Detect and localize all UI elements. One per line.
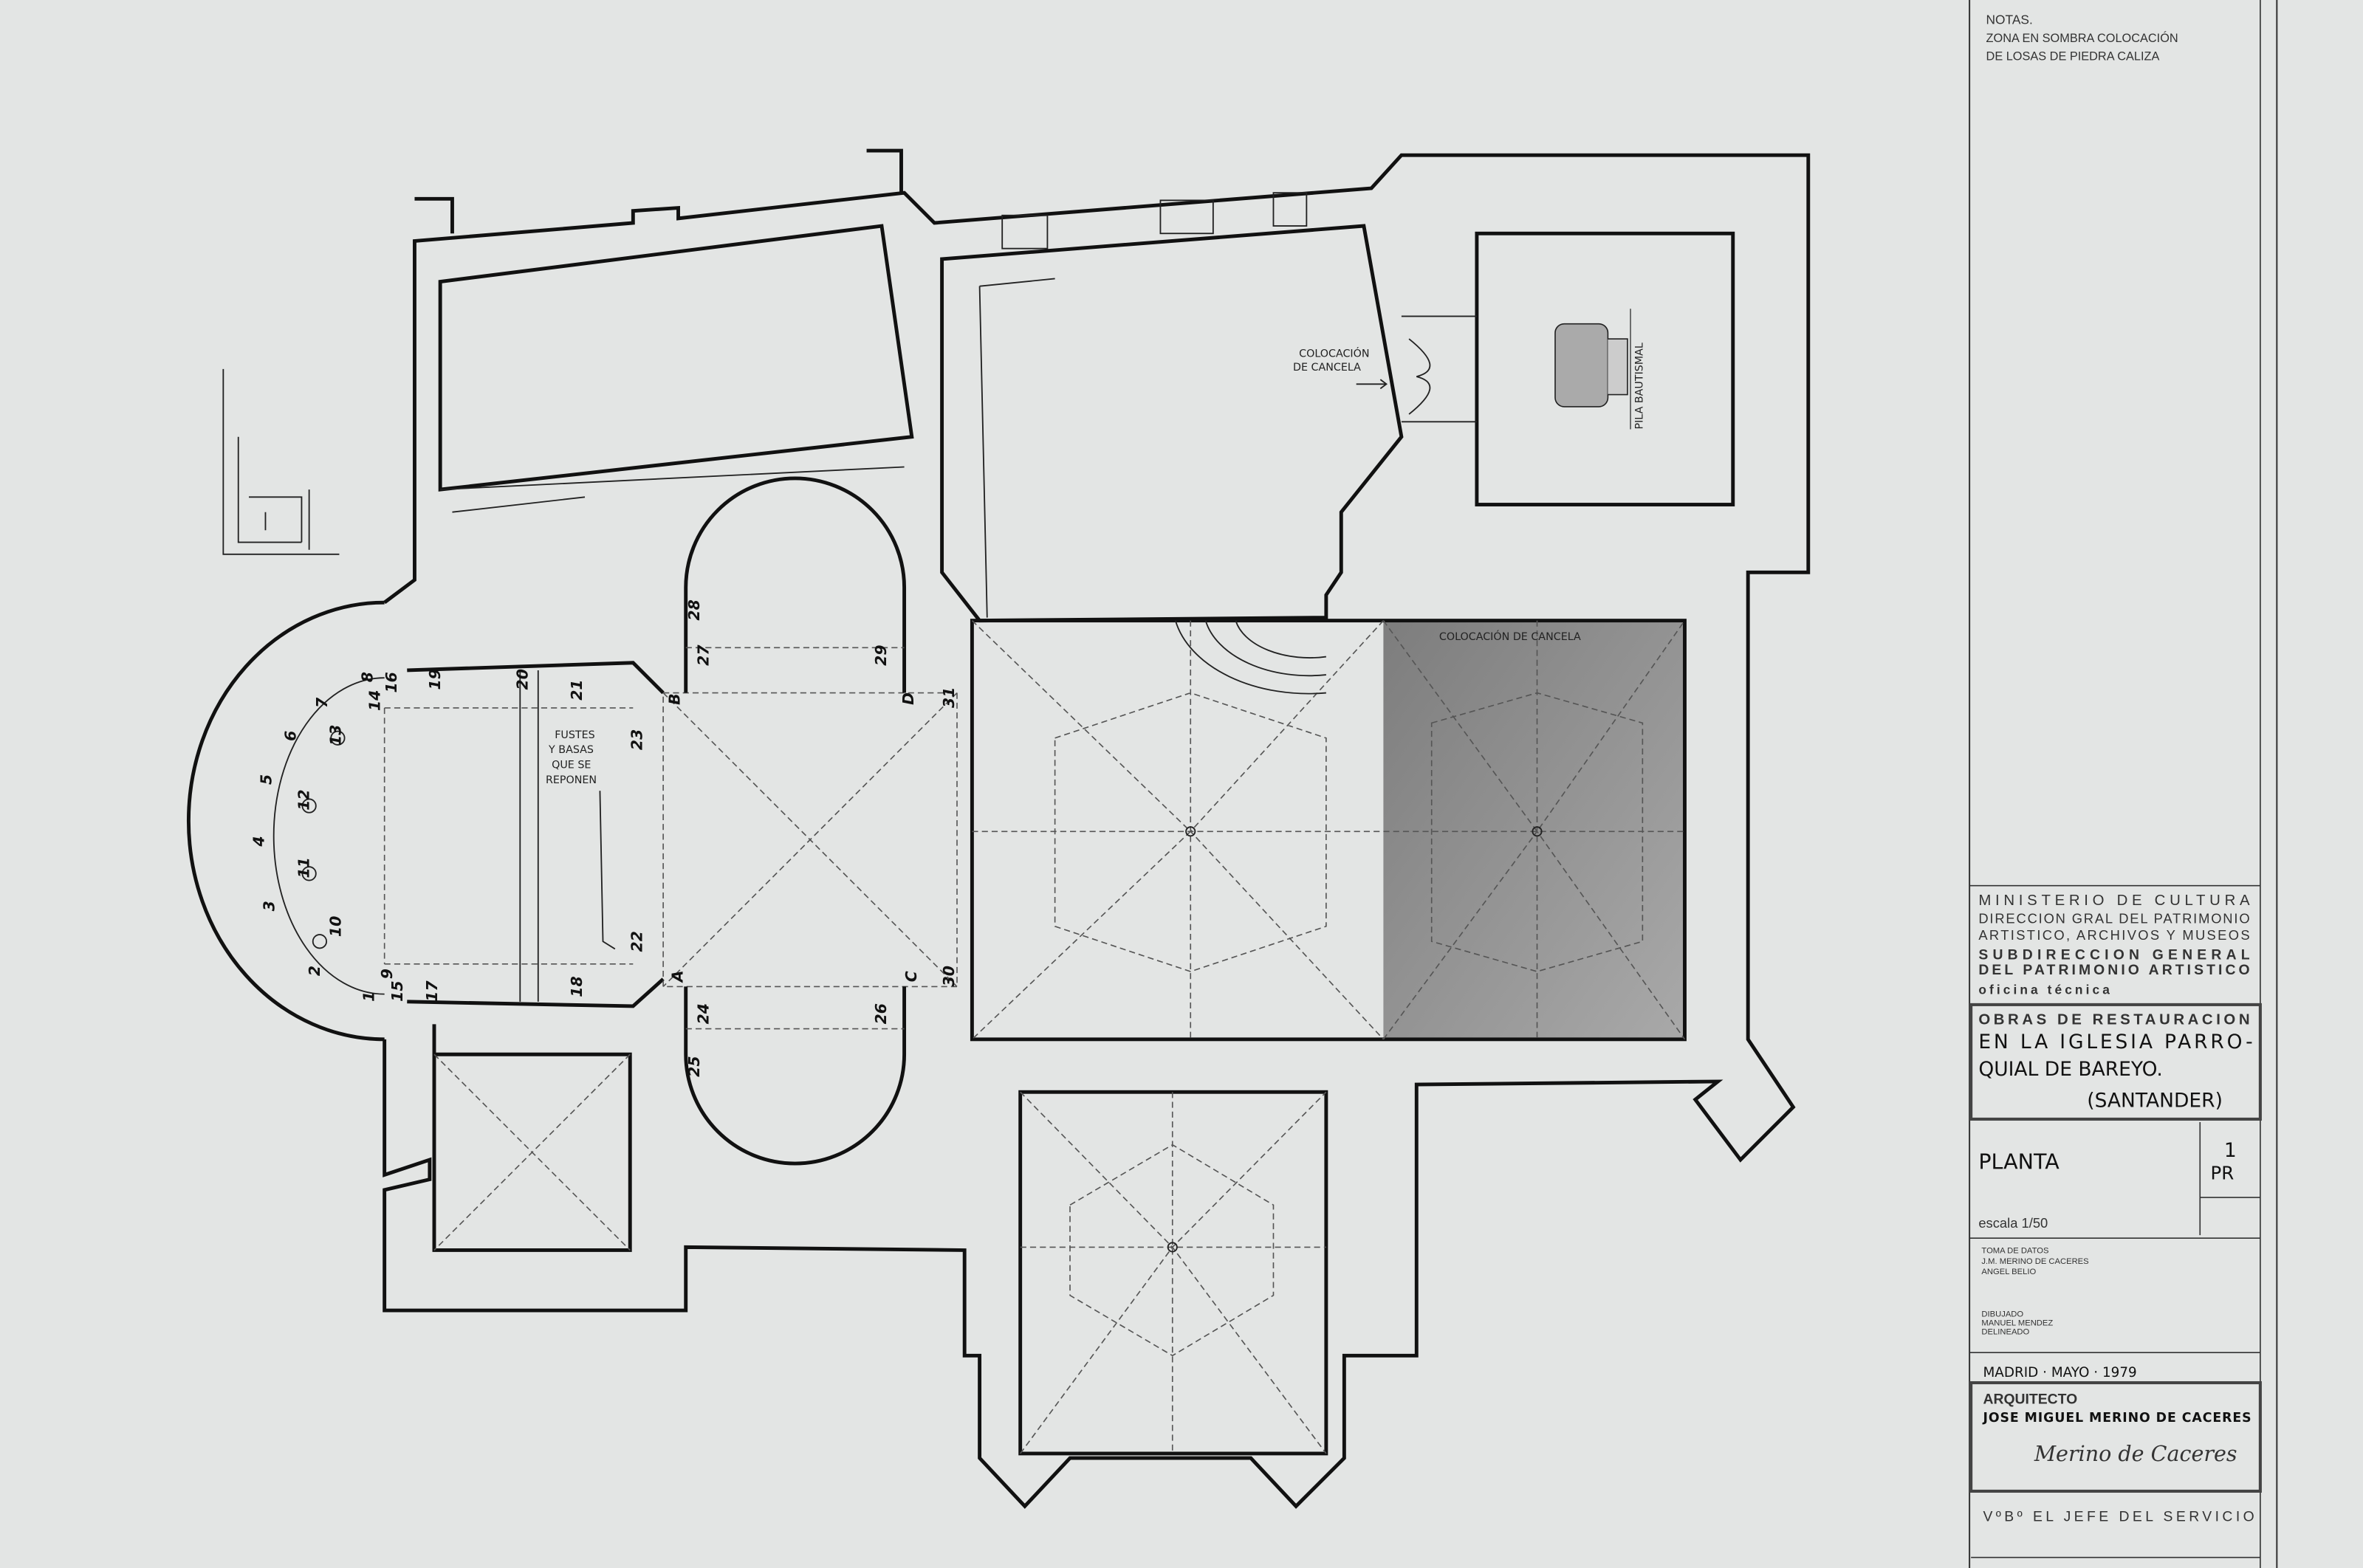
obras-line1: EN LA IGLESIA PARRO- xyxy=(1978,1031,2252,1053)
support-number: 24 xyxy=(694,1003,712,1024)
support-number: 7 xyxy=(313,697,331,708)
fustes-label-2: Y BASAS xyxy=(548,744,594,756)
support-number: 25 xyxy=(685,1056,703,1076)
toma-label: TOMA DE DATOS xyxy=(1981,1247,2048,1256)
fustes-label-3: QUE SE xyxy=(552,760,591,771)
support-number: 26 xyxy=(872,1003,890,1024)
support-number: 10 xyxy=(326,916,344,937)
support-number: 17 xyxy=(423,980,441,1002)
support-number: 1 xyxy=(360,991,377,1002)
architect-signature: Merino de Caceres xyxy=(2034,1441,2237,1466)
sheet-code: PR xyxy=(2211,1163,2235,1184)
leader-line xyxy=(599,791,616,950)
support-number: D xyxy=(899,692,917,705)
delineado-label: DELINEADO xyxy=(1981,1328,2029,1337)
dibujado-label: DIBUJADO xyxy=(1981,1310,2023,1318)
support-number: 3 xyxy=(261,901,278,911)
support-number: 13 xyxy=(326,725,344,746)
support-number: 6 xyxy=(281,731,299,741)
arrow-icon xyxy=(1356,379,1388,390)
oficina: oficina técnica xyxy=(1978,983,2113,997)
fustes-label-1: FUSTES xyxy=(555,729,595,741)
cancela-label-line1: COLOCACIÓN xyxy=(1299,347,1369,360)
cancela-label-line2: DE CANCELA xyxy=(1293,362,1361,374)
support-number: 2 xyxy=(306,966,323,976)
sheet-number: 1 xyxy=(2224,1139,2237,1162)
obras-line3: (SANTANDER) xyxy=(2087,1090,2223,1113)
fustes-label-4: REPONEN xyxy=(546,774,597,786)
obras-line2: QUIAL DE BAREYO. xyxy=(1978,1058,2163,1081)
support-number: 4 xyxy=(250,836,267,847)
subdireccion-1: SUBDIRECCION GENERAL xyxy=(1978,947,2249,963)
support-number: 18 xyxy=(568,976,586,997)
support-number: 14 xyxy=(366,690,384,711)
support-number: 19 xyxy=(426,669,444,690)
baptistery-room xyxy=(1475,231,1735,506)
support-number: B xyxy=(666,693,684,705)
ruin-sketch xyxy=(222,368,340,555)
title-block: NOTAS. ZONA EN SOMBRA COLOCACIÓN DE LOSA… xyxy=(1969,0,2278,1568)
scale: escala 1/50 xyxy=(1978,1215,2048,1231)
outer-walls xyxy=(187,148,1811,1509)
notes-heading: NOTAS. xyxy=(1986,13,2033,27)
support-number: 21 xyxy=(568,679,586,700)
sheet-title: PLANTA xyxy=(1978,1149,2060,1174)
support-number: 12 xyxy=(295,789,313,810)
notes-line1: ZONA EN SOMBRA COLOCACIÓN xyxy=(1986,31,2178,45)
crossing xyxy=(662,476,958,1166)
support-number: 31 xyxy=(940,687,958,708)
dibujado-name: MANUEL MENDEZ xyxy=(1981,1319,2053,1328)
shaded-limestone-zone xyxy=(1383,620,1685,1039)
support-number: 16 xyxy=(383,672,400,692)
subdireccion-2: DEL PATRIMONIO ARTISTICO xyxy=(1978,962,2249,978)
support-number: A xyxy=(669,971,687,984)
support-number: C xyxy=(902,971,920,982)
support-number: 11 xyxy=(295,857,313,878)
plan-labels: COLOCACIÓN DE CANCELA COLOCACIÓN DE CANC… xyxy=(546,343,1645,950)
place-date: MADRID · MAYO · 1979 xyxy=(1983,1365,2136,1380)
support-number: 15 xyxy=(388,980,406,1001)
arquitecto-name: JOSE MIGUEL MERINO DE CACERES xyxy=(1982,1411,2251,1426)
room-north xyxy=(940,224,1404,623)
direccion-2: ARTISTICO, ARCHIVOS Y MUSEOS xyxy=(1978,927,2249,943)
support-number: 29 xyxy=(872,644,890,665)
support-number: 28 xyxy=(685,599,703,620)
support-number: 22 xyxy=(628,931,646,952)
baptismal-font-icon xyxy=(1554,309,1631,430)
direccion-1: DIRECCION GRAL DEL PATRIMONIO xyxy=(1978,911,2249,926)
room-north-west xyxy=(438,224,914,492)
cancela-nave-label: COLOCACIÓN DE CANCELA xyxy=(1439,630,1581,643)
arquitecto-label: ARQUITECTO xyxy=(1983,1392,2077,1408)
obras-heading: OBRAS DE RESTAURACION xyxy=(1978,1011,2249,1028)
nave-vaults xyxy=(970,619,1687,1456)
support-number: 20 xyxy=(513,669,531,690)
inner-rooms xyxy=(438,192,1735,623)
notes-line2: DE LOSAS DE PIEDRA CALIZA xyxy=(1986,50,2160,63)
toma-2: ANGEL BELIO xyxy=(1981,1268,2036,1276)
apse xyxy=(272,661,665,1252)
support-number: 30 xyxy=(940,966,958,986)
support-number: 9 xyxy=(378,969,396,979)
toma-1: J.M. MERINO DE CACERES xyxy=(1981,1257,2088,1266)
pila-bautismal-label: PILA BAUTISMAL xyxy=(1633,343,1645,429)
support-number: 8 xyxy=(358,672,376,682)
support-number: 23 xyxy=(628,729,646,750)
support-number: 5 xyxy=(258,774,275,785)
support-number: 27 xyxy=(694,644,712,666)
